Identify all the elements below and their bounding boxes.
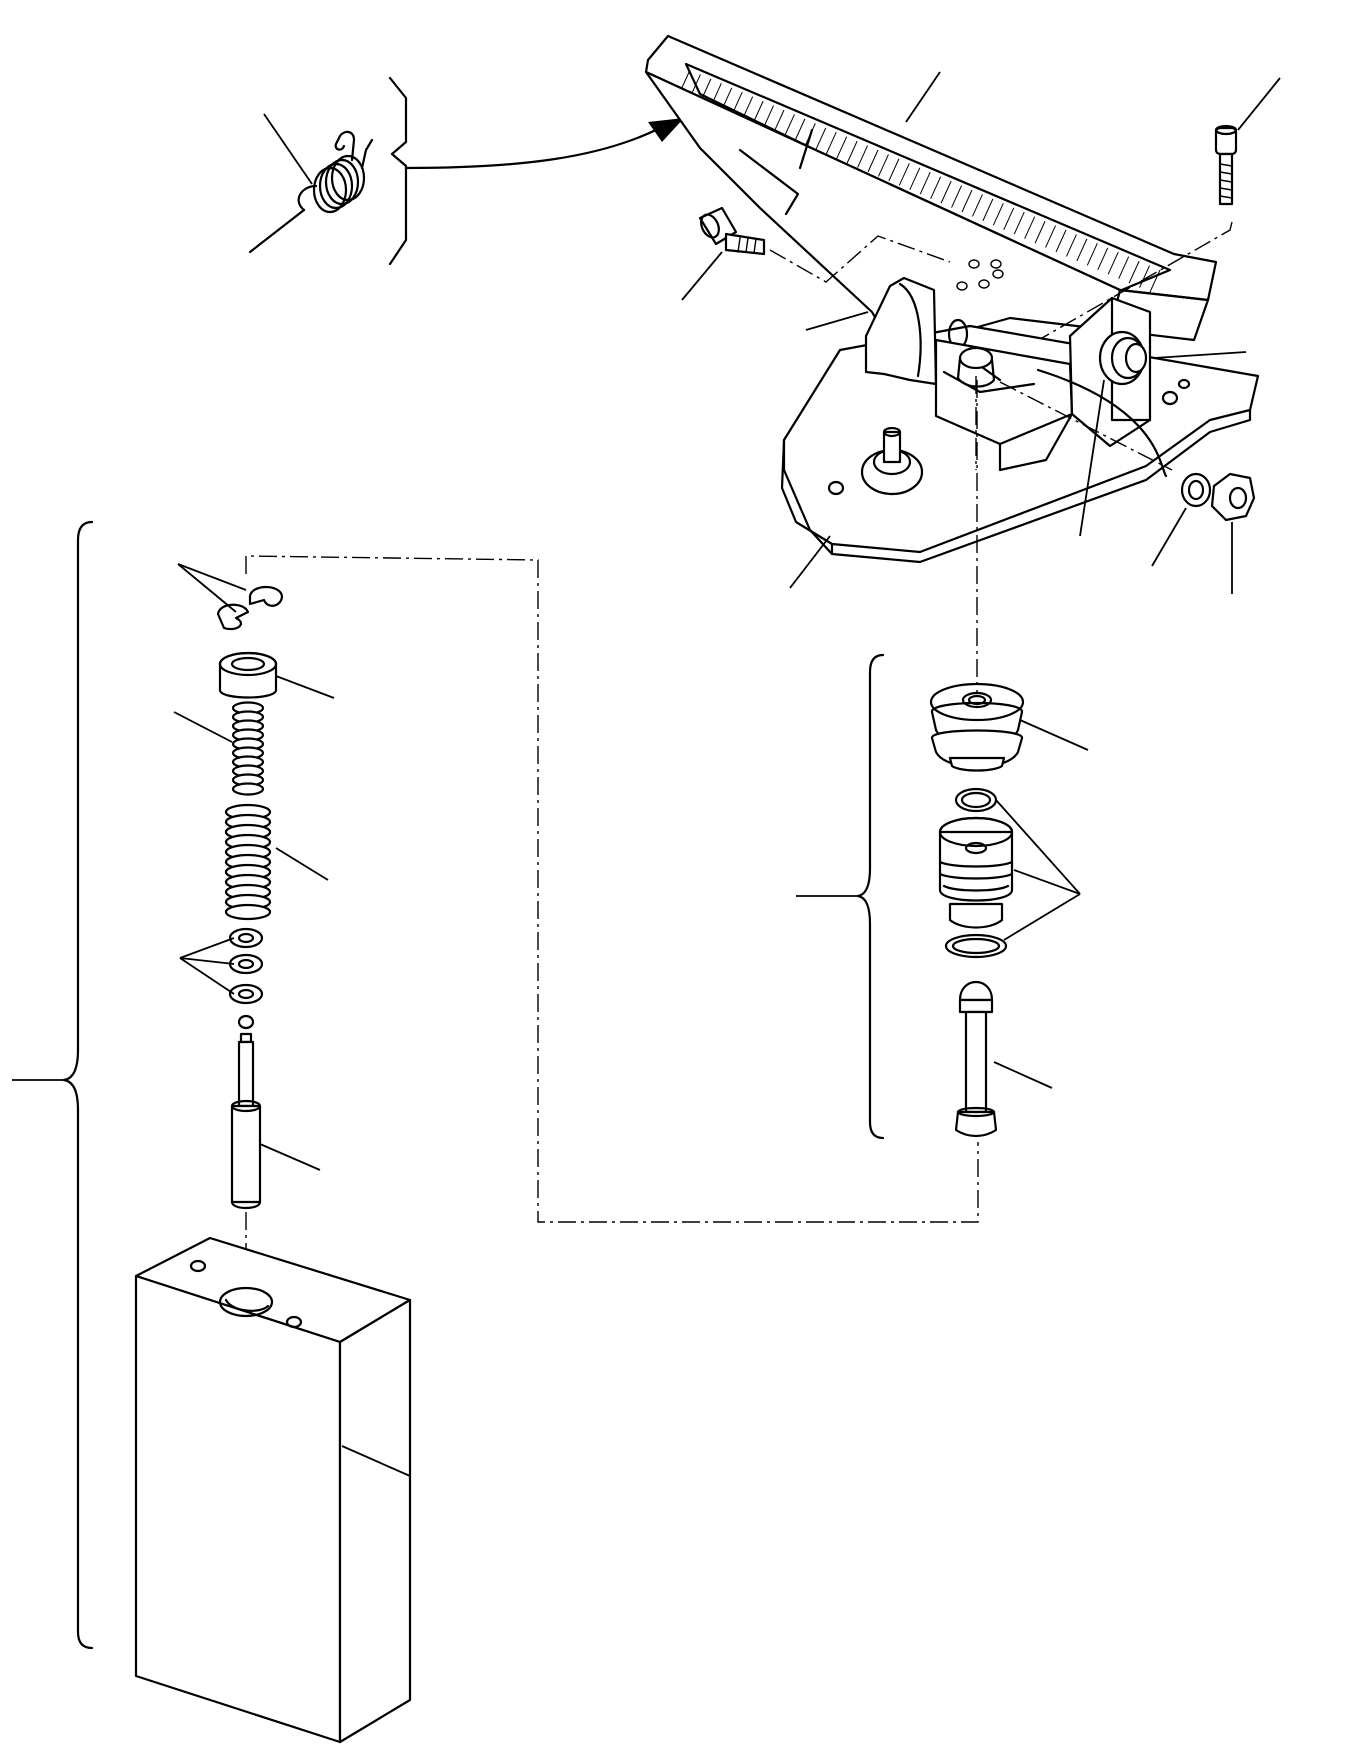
clip-icon [177, 563, 284, 631]
group-brace-left [12, 520, 94, 1650]
cover-icon [805, 276, 1247, 537]
spring-icon [173, 701, 265, 796]
dash-screw-side [769, 235, 951, 283]
group-brace-right [796, 653, 885, 1140]
group-bracket-spring [388, 76, 408, 266]
nut-icon [1210, 472, 1256, 594]
pin-icon [956, 346, 1173, 478]
seal-icon [938, 787, 1081, 959]
washer-icon [1151, 472, 1212, 567]
seat-icon [218, 651, 335, 699]
pedal-icon [644, 34, 1218, 362]
bolt-icon [1214, 77, 1281, 206]
spring-icon [248, 113, 374, 254]
hole-markers [956, 259, 1004, 291]
dash-screw-top [1041, 221, 1233, 381]
shim-icon [179, 927, 264, 1005]
spool-icon [230, 1014, 321, 1210]
dash-link-assembly [245, 555, 979, 1223]
arrow-spring-to-pedal [404, 118, 684, 170]
spring-icon [224, 803, 329, 921]
rod-icon [954, 981, 1053, 1138]
boot-icon [929, 380, 1089, 772]
block-icon [134, 1236, 412, 1744]
leader-pedal [905, 71, 941, 123]
bolt-icon [681, 206, 766, 301]
